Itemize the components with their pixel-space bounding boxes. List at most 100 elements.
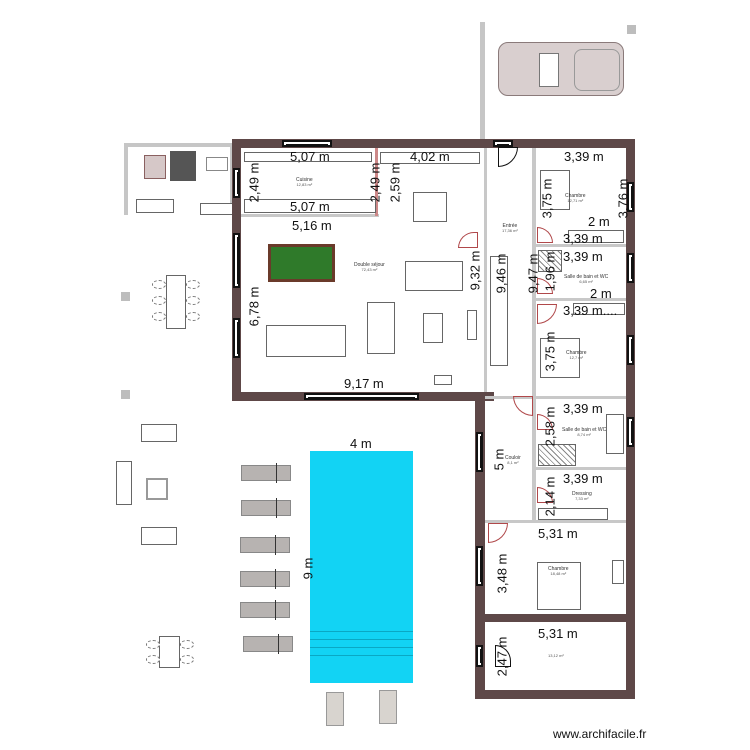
dim-ch2-height: 3,75 m [542, 331, 558, 372]
driveway-strip [480, 22, 485, 142]
car-hood [574, 49, 620, 91]
sink [206, 157, 228, 171]
window-salon-bottom[interactable] [304, 393, 419, 400]
bed-ch2 [540, 338, 580, 378]
dim-sdb1-width: 3,39 m [563, 249, 603, 264]
pool-chair [326, 692, 344, 726]
bed-ch1 [540, 170, 570, 210]
dim-ch1-height-a: 3,75 m [539, 178, 555, 219]
shower-sdb1 [538, 250, 562, 272]
window-kitchen-left[interactable] [233, 168, 240, 198]
wall-entry-top [484, 139, 634, 148]
outdoor-sofa-bottom [141, 527, 177, 545]
sun-lounger [241, 498, 291, 518]
window-entry-door[interactable] [493, 140, 513, 147]
dim-entry-left: 9,46 m [493, 253, 509, 294]
chair [152, 312, 166, 321]
wall-wing-left [475, 392, 485, 699]
window-ch1[interactable] [627, 182, 634, 212]
sun-lounger [240, 600, 290, 620]
coffee-table [423, 313, 443, 343]
sun-lounger [240, 569, 290, 589]
exterior-dining-table-2 [159, 636, 180, 668]
door-ch1[interactable] [537, 227, 553, 243]
dim-kitchen-side: 2,59 m [387, 162, 403, 203]
door-salon-entry[interactable] [458, 232, 478, 248]
wall-sdb1-bottom [536, 298, 626, 301]
dim-ch3-width: 5,31 m [538, 526, 578, 541]
window-ch3[interactable] [476, 546, 483, 586]
marker [627, 25, 636, 34]
car [498, 42, 624, 96]
sun-lounger [240, 535, 290, 555]
door-ch2[interactable] [537, 304, 557, 324]
wall-salon-top [232, 139, 484, 148]
outdoor-table-2 [200, 203, 234, 215]
dim-pool-width: 4 m [350, 436, 372, 451]
window-couloir[interactable] [476, 432, 483, 472]
window-last[interactable] [476, 645, 483, 667]
entry-cabinet [490, 256, 508, 366]
dim-salon-width: 5,16 m [292, 218, 332, 233]
dim-ch1-height-b: 3,76 m [615, 178, 631, 219]
dim-kitchen-bottom: 5,07 m [290, 199, 330, 214]
dim-salon-height: 6,78 m [246, 286, 262, 327]
window-ch2[interactable] [627, 335, 634, 365]
window-sdb2[interactable] [627, 417, 634, 447]
dim-sdb2-height: 2,58 m [542, 406, 558, 447]
outdoor-sofa-left [116, 461, 132, 505]
shower-sdb2 [538, 444, 576, 466]
chair [186, 312, 200, 321]
sofa [367, 302, 395, 354]
dim-ch1-width: 3,39 m [564, 149, 604, 164]
swimming-pool [310, 451, 413, 683]
dim-salon-right: 9,32 m [467, 250, 483, 291]
door-entry[interactable] [498, 147, 518, 167]
chair [152, 296, 166, 305]
dim-dressing-width: 3,39 m [563, 471, 603, 486]
door-ch3[interactable] [488, 523, 508, 543]
chair [186, 280, 200, 289]
chair [146, 655, 160, 664]
sun-lounger [241, 463, 291, 483]
chair [186, 296, 200, 305]
window-sdb1[interactable] [627, 253, 634, 283]
wall-ch1-bottom [536, 244, 626, 247]
wall-entry-left [484, 148, 487, 392]
bathtub-sdb2 [606, 414, 624, 454]
wall-ch2-bottom [485, 396, 626, 399]
dim-kitchen-right: 2,49 m [367, 162, 383, 203]
dim-last-width: 5,31 m [538, 626, 578, 641]
wall-ch3-bottom [485, 614, 626, 622]
outdoor-sofa-top [141, 424, 177, 442]
dim-salon-top-right: 4,02 m [410, 149, 450, 164]
window-salon-left-2[interactable] [233, 318, 240, 358]
dim-sdb1-inner: 2 m [590, 286, 612, 301]
dim-ch3-height: 3,48 m [494, 553, 510, 594]
sun-lounger [243, 634, 293, 654]
watermark[interactable]: www.archifacile.fr [553, 727, 647, 741]
marker [121, 292, 130, 301]
oven [170, 151, 196, 181]
kitchen-counter-top [244, 152, 372, 162]
dim-sdb1-height: 1,96 m [542, 251, 558, 292]
pool-step [310, 631, 413, 632]
kitchen-counter-bottom [244, 199, 376, 213]
chair [180, 655, 194, 664]
dim-dressing-height: 2,14 m [542, 476, 558, 517]
window-salon-top[interactable] [282, 140, 332, 147]
dim-pool-length: 9 m [300, 557, 316, 580]
door-couloir[interactable] [513, 396, 533, 416]
window-salon-left-1[interactable] [233, 233, 240, 288]
wall-entry-right [532, 148, 536, 520]
dim-salon-bottom: 9,17 m [344, 376, 384, 391]
desk-ch3 [612, 560, 624, 584]
